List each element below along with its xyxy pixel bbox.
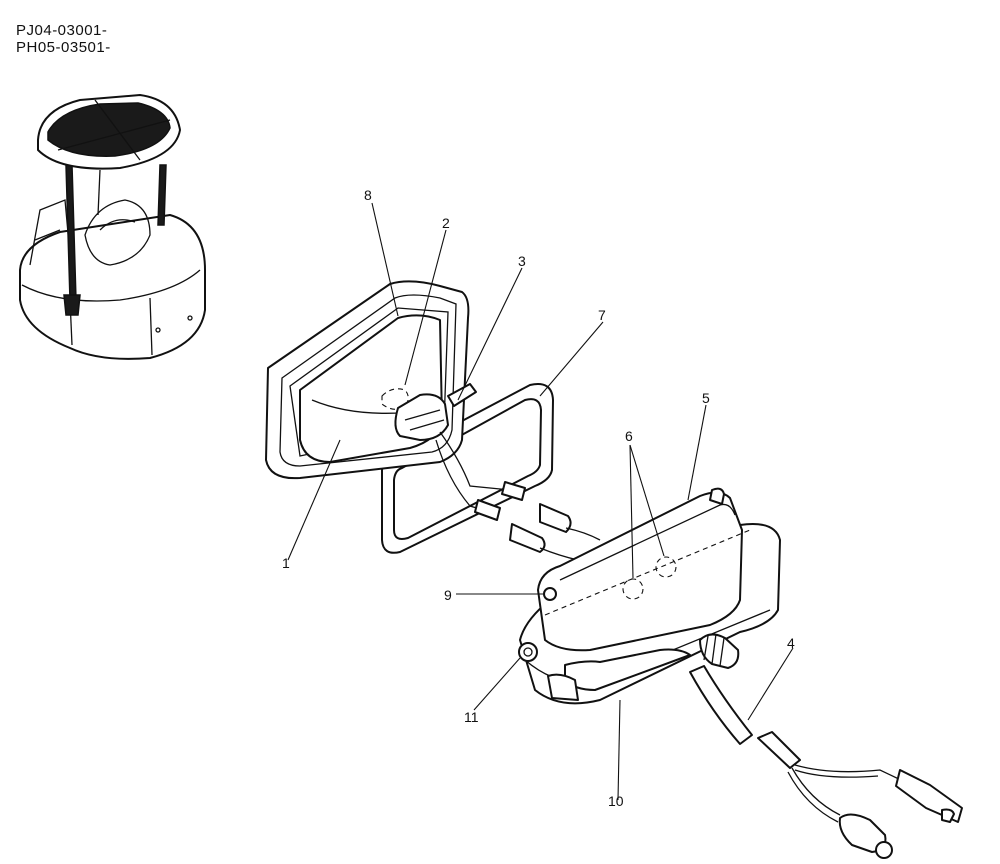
part-9-screw — [543, 587, 557, 601]
part-11-adjust-knob — [518, 642, 538, 662]
callout-8: 8 — [364, 187, 372, 203]
callout-11: 11 — [464, 709, 479, 725]
part-5-lamp-body — [537, 487, 751, 652]
callout-2: 2 — [442, 215, 450, 231]
callout-5: 5 — [702, 390, 710, 406]
connector-wires — [435, 431, 601, 561]
machine-overview-illustration — [19, 94, 206, 360]
serial-range-line-2: PH05-03501- — [16, 39, 111, 56]
callout-6: 6 — [625, 428, 633, 444]
callout-leader-lines — [287, 202, 794, 801]
part-3-socket-clip — [394, 383, 477, 441]
serial-range-line-1: PJ04-03001- — [16, 22, 108, 39]
callout-4: 4 — [787, 635, 795, 651]
part-6-inner-bulbs — [622, 556, 677, 600]
callout-10: 10 — [608, 793, 624, 809]
callout-9: 9 — [444, 587, 452, 603]
callout-3: 3 — [518, 253, 526, 269]
part-4-wiring-harness — [689, 665, 963, 859]
callout-labels: 1 2 3 4 5 6 7 8 9 10 11 — [282, 187, 795, 809]
rear-mounting-stud — [699, 633, 740, 669]
callout-1: 1 — [282, 555, 290, 571]
serial-range-header: PJ04-03001- PH05-03501- — [16, 22, 111, 56]
callout-7: 7 — [598, 307, 606, 323]
part-2-bulb — [381, 388, 409, 410]
